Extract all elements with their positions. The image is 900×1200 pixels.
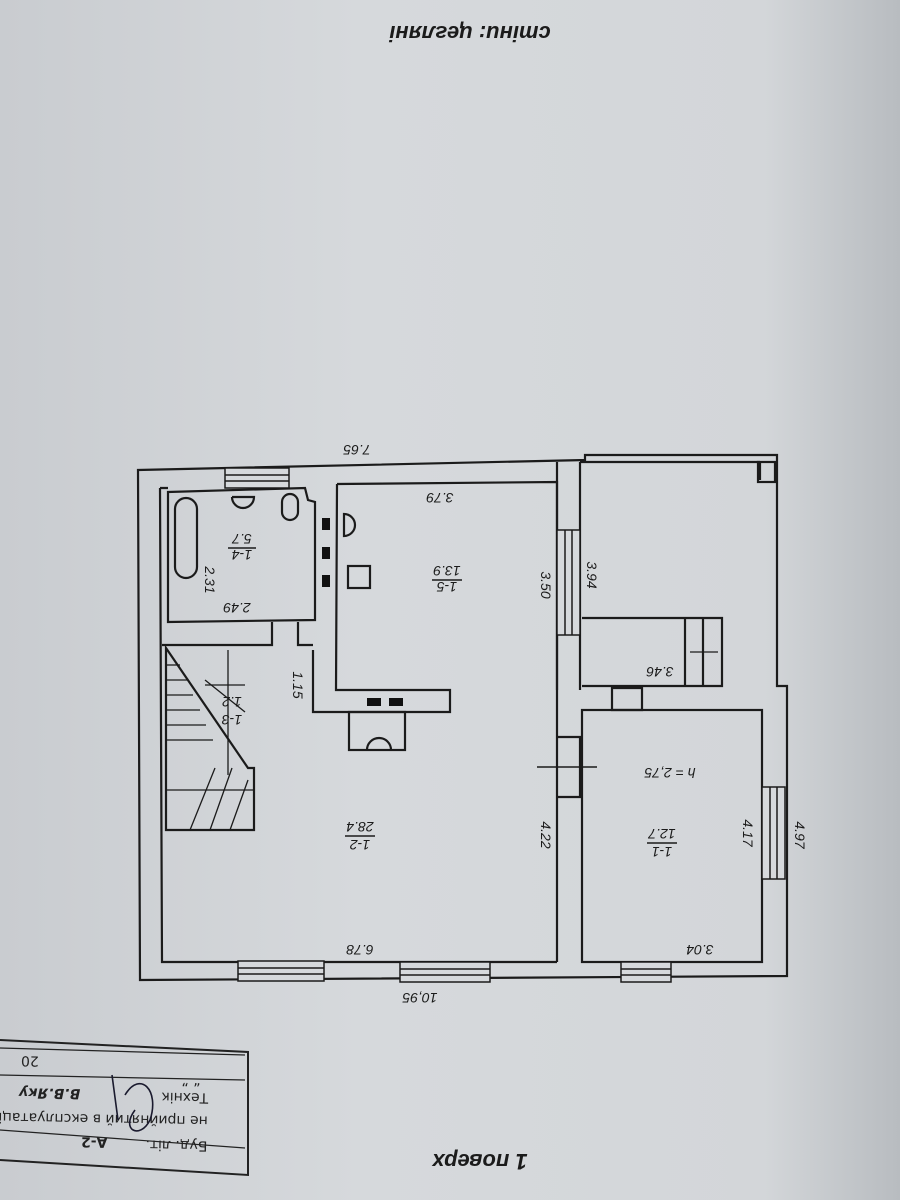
svg-text:3.79: 3.79 xyxy=(426,490,453,506)
svg-text:4.17: 4.17 xyxy=(740,819,756,847)
svg-text:1.2: 1.2 xyxy=(222,694,242,710)
svg-text:3.94: 3.94 xyxy=(584,561,600,588)
svg-text:1-1: 1-1 xyxy=(652,844,672,860)
room-1-1: h = 2,75 1-1 12.7 4.17 3.04 xyxy=(580,708,764,964)
floor-title: 1 поверх xyxy=(432,1149,528,1174)
svg-text:h = 2,75: h = 2,75 xyxy=(644,765,695,781)
svg-text:В.В.Яку: В.В.Яку xyxy=(18,1084,81,1101)
svg-text:“ ”: “ ” xyxy=(181,1072,200,1088)
svg-text:А-2: А-2 xyxy=(81,1133,108,1149)
svg-text:1-5: 1-5 xyxy=(437,579,457,595)
signature xyxy=(111,1074,154,1132)
svg-text:Буд. літ.: Буд. літ. xyxy=(145,1136,207,1153)
svg-text:6.78: 6.78 xyxy=(346,942,373,958)
svg-text:3.46: 3.46 xyxy=(646,664,673,680)
svg-text:1-3: 1-3 xyxy=(222,712,242,728)
approval-stamp: Буд. літ. А-2 не прийнятий в експлуатаці… xyxy=(0,1039,249,1177)
walls-note: стіни: цегляні xyxy=(388,21,550,46)
dim-bottom: 10,95 xyxy=(402,990,437,1006)
room-1-5: 1-5 13.9 3.79 3.50 xyxy=(311,480,559,752)
svg-text:2.31: 2.31 xyxy=(202,565,218,593)
dim-right: 4.97 xyxy=(792,821,808,849)
svg-text:13.9: 13.9 xyxy=(433,563,460,579)
svg-text:4.22: 4.22 xyxy=(538,821,554,848)
room-1-2: 1-3 1.2 1.15 1-2 28.4 4.22 6.78 xyxy=(162,622,597,962)
svg-text:5.7: 5.7 xyxy=(231,531,252,547)
svg-text:2.49: 2.49 xyxy=(223,600,251,616)
svg-text:Технік: Технік xyxy=(161,1089,209,1106)
svg-text:12.7: 12.7 xyxy=(647,826,675,842)
room-1-4: 1-4 5.7 2.31 2.49 xyxy=(166,486,317,624)
windows xyxy=(224,467,786,983)
vent-ducts xyxy=(322,518,403,706)
svg-text:1-2: 1-2 xyxy=(350,837,370,853)
svg-text:1-4: 1-4 xyxy=(232,547,252,563)
stair-area-right: 3.94 3.46 xyxy=(582,561,724,712)
svg-text:3.04: 3.04 xyxy=(686,942,713,958)
svg-text:1.15: 1.15 xyxy=(290,671,306,698)
svg-text:3.50: 3.50 xyxy=(538,571,554,598)
dim-top: 7.65 xyxy=(343,442,370,458)
svg-text:28.4: 28.4 xyxy=(346,819,374,835)
svg-text:не прийнятий в експлуатацію: не прийнятий в експлуатацію xyxy=(0,1109,208,1129)
svg-text:20: 20 xyxy=(21,1052,39,1068)
